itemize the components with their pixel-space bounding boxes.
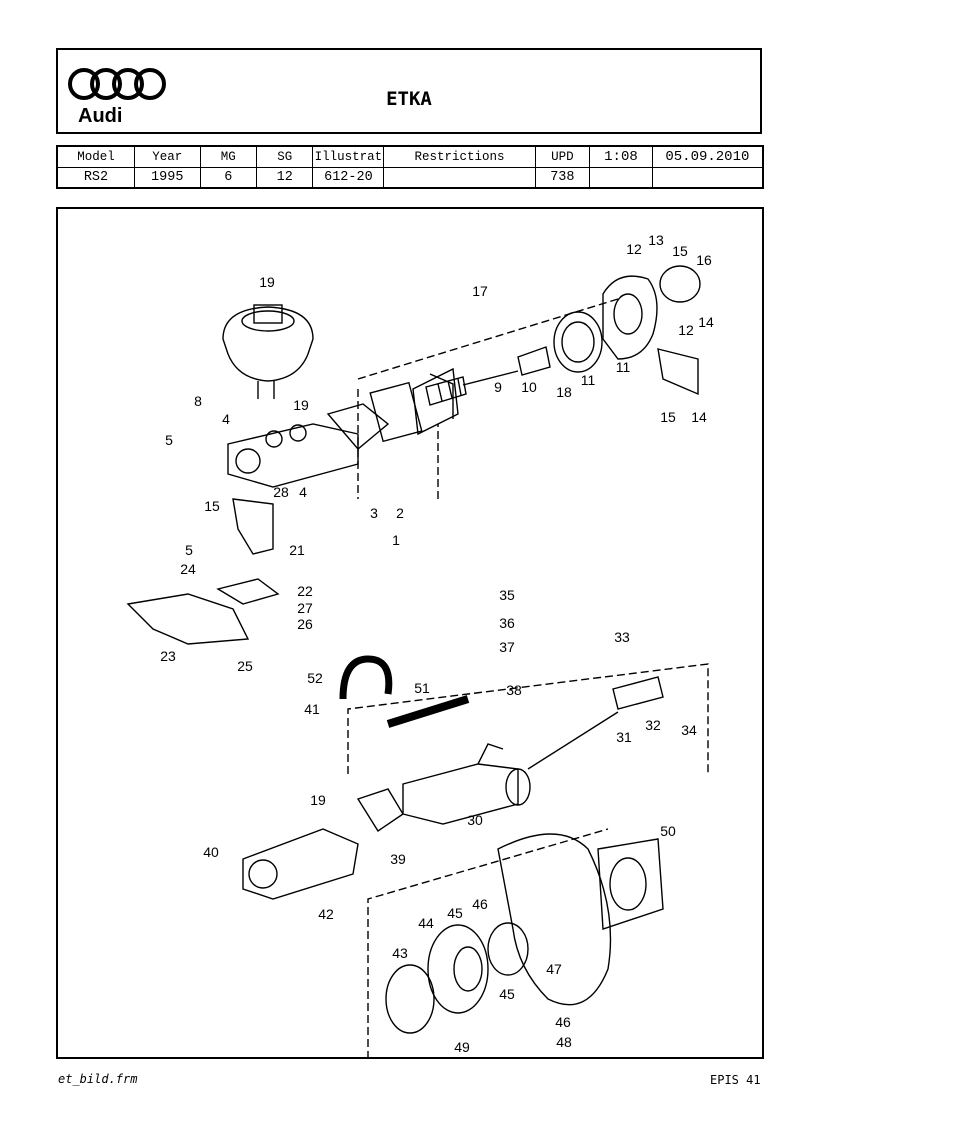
callout-8: 10 [521,379,537,395]
callout-19c: 19 [310,792,326,808]
callout-2: 2 [396,505,404,521]
callout-24: 24 [180,561,196,577]
callout-1: 1 [392,532,400,548]
callout-38: 38 [506,682,522,698]
callout-34: 34 [681,722,697,738]
callout-41: 42 [318,906,334,922]
callout-11b: 12 [678,322,694,338]
callout-13: 15 [672,243,688,259]
callout-36: 36 [499,615,515,631]
callout-28: 28 [273,484,289,500]
callout-3: 3 [370,505,378,521]
value-sg: 12 [256,167,314,187]
callout-32: 32 [645,717,661,733]
logo-wordmark: Audi [78,105,122,126]
callout-31: 31 [616,729,632,745]
audi-logo: Audi [66,64,166,127]
column-header-restrictions: Restrictions [383,147,536,168]
column-header-upd: UPD [535,147,591,168]
empty-cell [652,168,762,187]
callout-46a: 46 [472,896,488,912]
callout-40: 40 [203,844,219,860]
parts-diagram: 19 8 4 5 19 15 28 4 3 2 1 5 21 24 22 27 … [56,207,764,1059]
callout-47: 47 [546,961,562,977]
time-cell: 1:08 [589,147,653,168]
footer-filename: et_bild.frm [58,1072,138,1086]
callout-37: 37 [499,639,515,655]
callout-22: 22 [297,583,313,599]
value-restrictions [383,167,536,187]
date-cell: 05.09.2010 [665,149,750,166]
callout-25: 25 [237,658,253,674]
callout-44: 44 [418,915,434,931]
callout-12b: 14 [698,314,714,330]
callout-23: 23 [160,648,176,664]
callout-26: 26 [297,616,313,632]
column-header-year: Year [134,147,201,168]
callout-21: 21 [289,542,305,558]
callout-9: 11 [581,372,596,388]
callout-51: 51 [414,680,430,696]
callout-42: 41 [304,701,320,717]
callout-19b: 19 [293,397,309,413]
column-header-mg: MG [200,147,257,168]
callout-33: 33 [614,629,630,645]
page-title: ETKA [386,88,432,110]
value-year: 1995 [134,167,201,187]
callout-labels: 19 8 4 5 19 15 28 4 3 2 1 5 21 24 22 27 … [160,232,714,1055]
column-header-sg: SG [256,147,314,168]
callout-15a: 15 [204,498,220,514]
value-mg: 6 [200,167,257,187]
value-illustrat: 612-20 [312,167,385,187]
callout-16: 16 [696,252,712,268]
callout-4b: 4 [299,484,307,500]
callout-10: 11 [616,359,631,375]
exploded-view-drawing: 19 8 4 5 19 15 28 4 3 2 1 5 21 24 22 27 … [126,232,714,1057]
callout-15b: 15 [660,409,676,425]
callout-48: 48 [556,1034,572,1050]
callout-5b: 5 [185,542,193,558]
callout-52: 52 [307,670,323,686]
callout-17: 17 [472,283,488,299]
callout-45b: 45 [499,986,515,1002]
callout-46b: 46 [555,1014,571,1030]
callout-7: 9 [494,379,502,395]
value-upd: 738 [535,167,591,187]
callout-35: 35 [499,587,515,603]
column-header-model: Model [58,147,135,168]
callout-14: 14 [691,409,707,425]
callout-11a: 12 [626,241,642,257]
callout-5a: 5 [165,432,173,448]
value-model: RS2 [58,167,135,187]
empty-cell [589,167,653,187]
callout-19a: 19 [259,274,275,290]
callout-39: 39 [390,851,406,867]
callout-43: 43 [392,945,408,961]
callout-27: 27 [297,600,313,616]
callout-18: 18 [556,384,572,400]
footer-version: EPIS 41 [710,1073,761,1087]
header-box: Audi ETKA [56,48,762,134]
callout-49: 49 [454,1039,470,1055]
callout-50: 50 [660,823,676,839]
callout-6: 8 [194,393,202,409]
callout-30: 30 [467,812,483,828]
callout-12a: 13 [648,232,664,248]
callout-4a: 4 [222,411,230,427]
info-table: Model Year MG SG Illustrat Restrictions … [56,145,764,189]
callout-45a: 45 [447,905,463,921]
column-header-illustrat: Illustrat [312,147,385,168]
